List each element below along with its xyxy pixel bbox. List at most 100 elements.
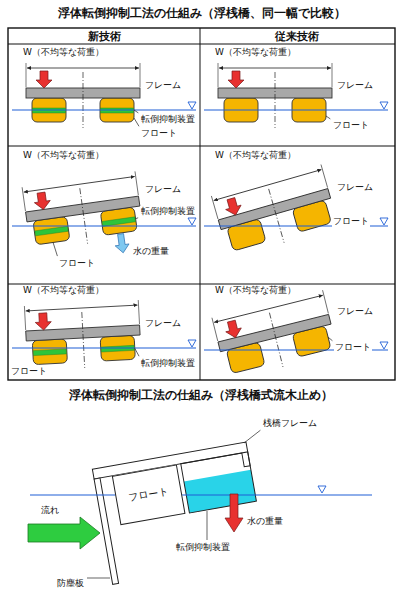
anti-overturn-device: [181, 452, 257, 513]
center-line: [83, 72, 84, 128]
dimension-line: [214, 295, 323, 322]
center-line: [275, 72, 276, 128]
float-text: フロート: [128, 485, 169, 504]
load-label: W（不均等な荷重）: [22, 150, 105, 161]
water-weight-label: 水の重量: [132, 246, 170, 257]
float-box: フロート: [112, 464, 186, 525]
water-level-symbol: [188, 218, 196, 225]
water-line: [12, 225, 196, 226]
device-label: 転倒抑制装置: [140, 206, 196, 217]
water-level-symbol: [188, 340, 196, 347]
dimension-extension: [321, 165, 328, 188]
flow-arrow: [28, 517, 100, 549]
center-line: [269, 189, 284, 243]
table-divider: [8, 146, 395, 147]
table-divider: [200, 28, 201, 380]
leader-line: [87, 578, 110, 579]
load-arrow: [36, 71, 52, 88]
dimension-extension: [135, 171, 138, 195]
water-line: [12, 347, 196, 348]
anti-overturn-band: [101, 345, 134, 352]
leader-line: [207, 511, 208, 540]
frame-bar: [218, 314, 331, 351]
dimension-line: [24, 176, 135, 192]
section-title: 浮体転倒抑制工法の仕組み（浮桟橋式流木止め）: [68, 388, 334, 402]
dimension-line: [27, 68, 139, 69]
floating-pier: [211, 165, 339, 259]
water-level-symbol: [188, 102, 196, 109]
leader-lines: [53, 110, 332, 578]
table-divider: [8, 44, 395, 45]
floating-pier: [218, 63, 332, 128]
floating-pier: [26, 63, 140, 128]
water-weight-arrow: [225, 494, 243, 532]
load-label: W（不均等な荷重）: [214, 47, 297, 58]
flow-label: 流れ: [40, 505, 60, 516]
frame-label: フレーム: [144, 184, 182, 195]
dimension-extension: [140, 63, 141, 87]
float-body: [32, 339, 67, 365]
page-title: 浮体転倒抑制工法の仕組み（浮桟橋、同一幅で比較）: [57, 6, 347, 20]
anti-overturn-band: [35, 226, 68, 236]
center-line: [269, 313, 283, 367]
water-line: [30, 494, 372, 495]
float-label: フロート: [332, 120, 370, 131]
device-label: 転倒抑制装置: [140, 114, 196, 125]
float-label: フロート: [10, 366, 48, 377]
table-border: [8, 28, 395, 380]
frame-label: フレーム: [336, 182, 374, 193]
water-level-symbol: [380, 342, 388, 349]
water-line: [12, 109, 196, 110]
dimension-line: [26, 305, 138, 311]
floating-pier: [22, 171, 146, 265]
frame-label: フレーム: [336, 306, 374, 317]
load-arrow: [223, 196, 243, 217]
load-arrow: [33, 192, 51, 211]
dimension-extension: [323, 290, 329, 313]
frame-bar: [218, 189, 330, 230]
column-header: 従来技術: [274, 30, 320, 43]
frame-label: 桟橋フレーム: [262, 418, 318, 429]
dimension-extension: [26, 63, 27, 87]
center-line: [82, 312, 85, 368]
frame-label: フレーム: [144, 80, 182, 91]
water-level-symbol: [380, 102, 388, 109]
load-label: W（不均等な荷重）: [214, 150, 297, 161]
float-label: フロート: [332, 216, 370, 227]
center-line: [80, 188, 88, 243]
load-arrow: [224, 319, 244, 339]
floating-pier: [212, 290, 338, 381]
leader-line: [326, 116, 330, 119]
float-label: フロート: [58, 258, 96, 269]
load-label: W（不均等な荷重）: [22, 285, 105, 296]
load-label: W（不均等な荷重）: [22, 47, 105, 58]
log-boom: [92, 442, 266, 584]
load-arrow: [35, 313, 52, 331]
leader-line: [134, 110, 138, 113]
dimension-extension: [212, 318, 218, 341]
comparison-table: [8, 28, 395, 380]
column-header: 新技術: [87, 30, 122, 43]
leader-line: [136, 218, 139, 219]
leader-line: [244, 430, 260, 443]
leader-line: [53, 242, 57, 256]
dimension-extension: [22, 187, 25, 211]
device-label: 転倒抑制装置: [140, 358, 196, 369]
dimension-extension: [138, 300, 139, 324]
dimension-extension: [332, 63, 333, 87]
floating-pier: [24, 300, 141, 371]
float-label: フロート: [334, 342, 372, 353]
leader-line: [328, 337, 332, 341]
dimension-extension: [218, 63, 219, 87]
water-level-symbol: [318, 486, 326, 493]
water-weight-arrow: [114, 233, 131, 254]
screen-board-label: 防塵板: [56, 578, 85, 589]
water-weight-label: 水の重量: [246, 516, 284, 527]
dimension-extension: [24, 306, 25, 330]
float-label: フロート: [140, 128, 178, 139]
anti-overturn-band: [102, 217, 135, 227]
water-level-symbol: [380, 218, 388, 225]
load-arrow: [228, 71, 244, 88]
dimension-line: [219, 68, 331, 69]
